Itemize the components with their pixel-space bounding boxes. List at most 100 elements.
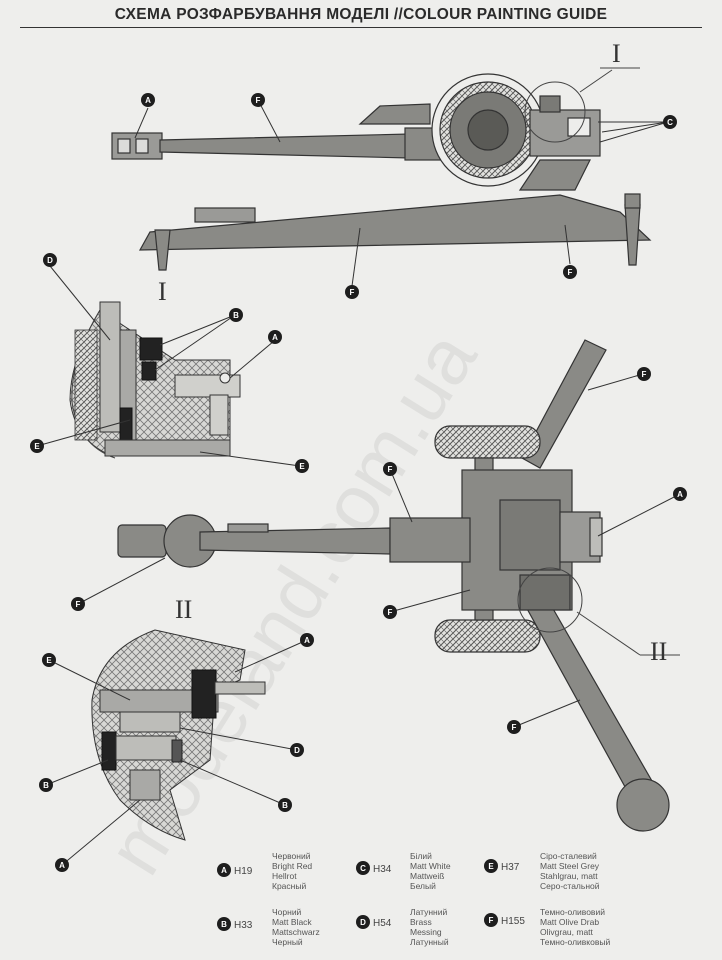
svg-text:B: B [282,801,288,810]
wheel-lower [434,619,541,653]
legend-name: Чорний [272,907,302,917]
svg-text:B: B [43,781,49,790]
svg-text:E: E [299,462,305,471]
legend: A H19 Червоний Bright Red Hellrot Красны… [217,851,610,947]
legend-name: Olivgrau, matt [540,927,594,937]
legend-code: H37 [501,862,520,873]
legend-code: H19 [234,866,253,877]
svg-text:D: D [47,256,53,265]
svg-text:B: B [233,311,239,320]
legend-name: Brass [410,917,432,927]
svg-text:F: F [489,916,494,925]
callout-b-detail-two-right: B [278,798,292,812]
leader-lines [36,99,681,866]
legend-name: Латунный [410,937,449,947]
callout-f-top-muzzle: F [71,597,85,611]
callout-b-detail-two-left: B [39,778,53,792]
spade-left [154,229,171,271]
callout-a-detail-two-top: A [300,633,314,647]
svg-text:E: E [34,442,40,451]
svg-text:A: A [272,333,278,342]
side-view [111,73,652,271]
legend-item-b: B H33 Чорний Matt Black Mattschwarz Черн… [217,907,320,947]
legend-name: Красный [272,881,306,891]
legend-name: Messing [410,927,442,937]
legend-item-c: C H34 Білий Matt White Mattweiß Белый [356,851,451,891]
legend-item-e: E H37 Сіро-сталевий Matt Steel Grey Stah… [484,851,600,891]
callout-a-top: A [673,487,687,501]
legend-name: Matt Black [272,917,312,927]
legend-code: H54 [373,918,392,929]
legend-item-d: D H54 Латунний Brass Messing Латунный [356,907,449,947]
detail-two-label-top: II [650,637,667,666]
svg-text:F: F [642,370,647,379]
callout-a-side: A [141,93,155,107]
barrel [159,133,411,159]
svg-text:A: A [145,96,151,105]
callout-d-detail-one: D [43,253,57,267]
legend-name: Matt White [410,861,451,871]
recuperator [358,103,431,125]
legend-name: Черный [272,937,303,947]
svg-text:D: D [360,918,366,927]
detail-one-label: I [158,277,167,306]
callout-f-top-carriage: F [383,462,397,476]
trail-lower [524,599,661,806]
callout-e-detail-one-right: E [295,459,309,473]
wheel-upper [434,425,541,459]
detail-one-marker [524,81,586,143]
svg-text:F: F [388,465,393,474]
muzzle-top [117,524,167,558]
legend-code: H34 [373,864,392,875]
page-title: СХЕМА РОЗФАРБУВАННЯ МОДЕЛІ //COLOUR PAIN… [20,6,702,28]
svg-text:B: B [221,920,227,929]
callout-c-side: C [663,115,677,129]
detail-one [69,301,241,459]
legend-name: Темно-оливковый [540,937,610,947]
svg-text:A: A [677,490,683,499]
legend-name: Латунний [410,907,447,917]
callout-e-detail-two: E [42,653,56,667]
legend-name: Hellrot [272,871,297,881]
legend-name: Белый [410,881,436,891]
detail-two [91,629,266,841]
svg-text:A: A [59,861,65,870]
svg-text:D: D [294,746,300,755]
svg-text:E: E [46,656,52,665]
callout-f-top-trail-lower: F [507,720,521,734]
legend-code: H33 [234,920,253,931]
legend-item-f: F H155 Темно-оливовий Matt Olive Drab Ol… [484,907,610,947]
legend-name: Серо-стальной [540,881,600,891]
trail-upper [521,339,607,469]
detail-two-marker [517,567,583,633]
callout-a-detail-two-bottom: A [55,858,69,872]
detail-two-label: II [175,595,192,624]
svg-text:C: C [360,864,366,873]
legend-name: Matt Steel Grey [540,861,600,871]
callout-d-detail-two: D [290,743,304,757]
svg-text:F: F [76,600,81,609]
svg-text:F: F [512,723,517,732]
legend-name: Mattschwarz [272,927,320,937]
legend-name: Сіро-сталевий [540,851,597,861]
callout-a-detail-one: A [268,330,282,344]
legend-name: Білий [410,851,432,861]
legend-name: Matt Olive Drab [540,917,599,927]
svg-text:E: E [488,862,494,871]
legend-item-a: A H19 Червоний Bright Red Hellrot Красны… [217,851,312,891]
callout-b-detail-one: B [229,308,243,322]
svg-text:F: F [350,288,355,297]
trail-spade-top [616,778,670,832]
svg-text:F: F [388,608,393,617]
detail-one-label-side: I [612,39,621,68]
legend-name: Темно-оливовий [540,907,605,917]
callout-f-side-trail: F [345,285,359,299]
svg-text:F: F [256,96,261,105]
callout-f-top-trail-upper: F [637,367,651,381]
top-view [117,339,670,832]
callout-f-side-barrel: F [251,93,265,107]
svg-text:F: F [568,268,573,277]
callout-f-top-axle: F [383,605,397,619]
callout-e-detail-one-left: E [30,439,44,453]
